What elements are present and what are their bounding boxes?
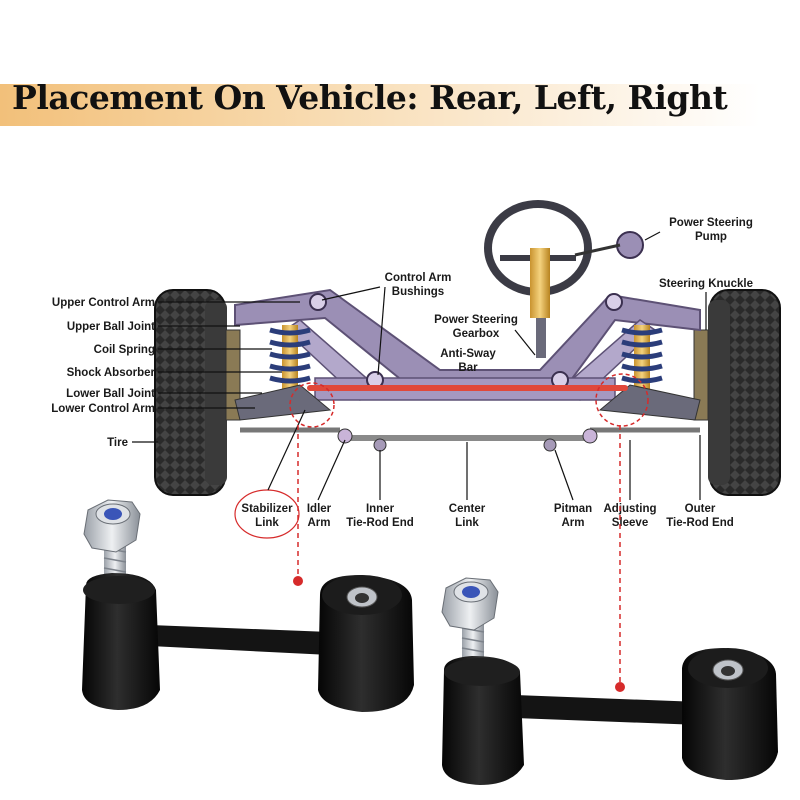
- label-upper-control-arm: Upper Control Arm: [52, 297, 155, 309]
- left-placement-dot: [293, 576, 303, 586]
- label-lower-ball-joint: Lower Ball Joint: [66, 388, 155, 400]
- right-tire: [708, 289, 781, 496]
- label-steering-knuckle: Steering Knuckle: [659, 278, 753, 290]
- label-control-arm-bushings-2: Bushings: [392, 286, 444, 298]
- stabilizer-link-callout: [234, 489, 300, 539]
- right-lower-control-arm: [598, 384, 701, 421]
- right-stabilizer-highlight: [595, 373, 649, 427]
- label-power-steering-gearbox-2: Gearbox: [453, 328, 500, 340]
- steering-wheel: [484, 200, 592, 358]
- right-coil-spring: [621, 325, 663, 395]
- top-leader-lines: [321, 231, 707, 376]
- page-title: Placement On Vehicle: Rear, Left, Right: [12, 78, 728, 117]
- label-anti-sway-bar-1: Anti-Sway: [440, 348, 496, 360]
- label-power-steering-gearbox-1: Power Steering: [434, 314, 518, 326]
- label-shock-absorber: Shock Absorber: [67, 367, 156, 379]
- label-outer-tie-rod-1: Outer: [685, 503, 716, 515]
- right-stabilizer-link-product: [441, 577, 778, 785]
- label-idler-arm-2: Arm: [307, 517, 330, 529]
- label-coil-spring: Coil Spring: [94, 344, 155, 356]
- label-lower-control-arm: Lower Control Arm: [51, 403, 155, 415]
- label-center-link-1: Center: [449, 503, 486, 515]
- left-stabilizer-highlight: [289, 382, 335, 428]
- label-tire: Tire: [107, 437, 128, 449]
- label-adjusting-sleeve-1: Adjusting: [603, 503, 656, 515]
- steering-linkage: [240, 427, 700, 452]
- label-control-arm-bushings-1: Control Arm: [385, 272, 452, 284]
- label-idler-arm-1: Idler: [307, 503, 332, 515]
- label-upper-ball-joint: Upper Ball Joint: [67, 321, 155, 333]
- label-adjusting-sleeve-2: Sleeve: [612, 517, 648, 529]
- right-placement-dot: [615, 682, 625, 692]
- label-anti-sway-bar-2: Bar: [458, 362, 478, 374]
- bottom-leader-lines: [267, 409, 701, 501]
- label-inner-tie-rod-1: Inner: [366, 503, 395, 515]
- left-stabilizer-link-product: [82, 499, 414, 712]
- label-pitman-arm-1: Pitman: [554, 503, 592, 515]
- label-center-link-2: Link: [455, 517, 479, 529]
- label-outer-tie-rod-2: Tie-Rod End: [666, 517, 734, 529]
- left-coil-spring: [269, 325, 311, 395]
- title-highlight-band: [0, 84, 760, 126]
- label-pitman-arm-2: Arm: [561, 517, 584, 529]
- right-steering-knuckle: [693, 329, 709, 421]
- label-stabilizer-link-1: Stabilizer: [241, 503, 293, 515]
- label-power-steering-pump-1: Power Steering: [669, 217, 753, 229]
- label-power-steering-pump-2: Pump: [695, 231, 727, 243]
- label-stabilizer-link-2: Link: [255, 517, 279, 529]
- left-leader-lines: [132, 301, 300, 443]
- label-inner-tie-rod-2: Tie-Rod End: [346, 517, 414, 529]
- power-steering-pump: [574, 231, 644, 259]
- left-lower-control-arm: [234, 384, 332, 421]
